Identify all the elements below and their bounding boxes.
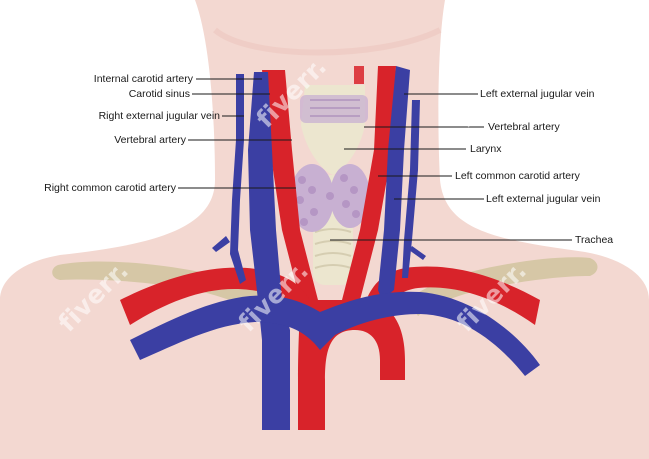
right-clavicle [52, 261, 272, 316]
label-carotid-sinus: Carotid sinus [128, 88, 190, 100]
label-right-external-jugular-vein: Right external jugular vein [98, 110, 220, 122]
left-carotid-artery [342, 66, 396, 300]
right-internal-jugular-vein [248, 72, 290, 430]
label-vertebral-artery-right: Vertebral artery [114, 134, 186, 146]
left-internal-jugular-vein [378, 66, 410, 300]
label-left-external-jugular-vein-top: Left external jugular vein [480, 88, 595, 100]
label-right-common-carotid-artery: Right common carotid artery [44, 182, 176, 194]
label-trachea: Trachea [575, 234, 614, 246]
left-external-jugular-vein-shape [402, 100, 420, 278]
thyroid-cartilage-band [300, 95, 368, 123]
label-vertebral-artery-left: Vertebral artery [488, 121, 560, 133]
left-clavicle [408, 257, 598, 316]
right-carotid-artery [262, 70, 318, 300]
label-left-common-carotid-artery: Left common carotid artery [455, 170, 580, 182]
thyroid-gland [290, 164, 370, 232]
label-internal-carotid-artery: Internal carotid artery [93, 73, 193, 85]
label-left-external-jugular-vein-bottom: Left external jugular vein [486, 193, 601, 205]
label-larynx: Larynx [470, 143, 502, 155]
brachiocephalic-veins [130, 291, 540, 376]
left-subclavian-artery [368, 266, 540, 325]
veins [130, 66, 540, 430]
clavicles [52, 257, 598, 316]
right-external-jugular-vein-shape [230, 74, 246, 284]
leader-lines [178, 78, 572, 241]
